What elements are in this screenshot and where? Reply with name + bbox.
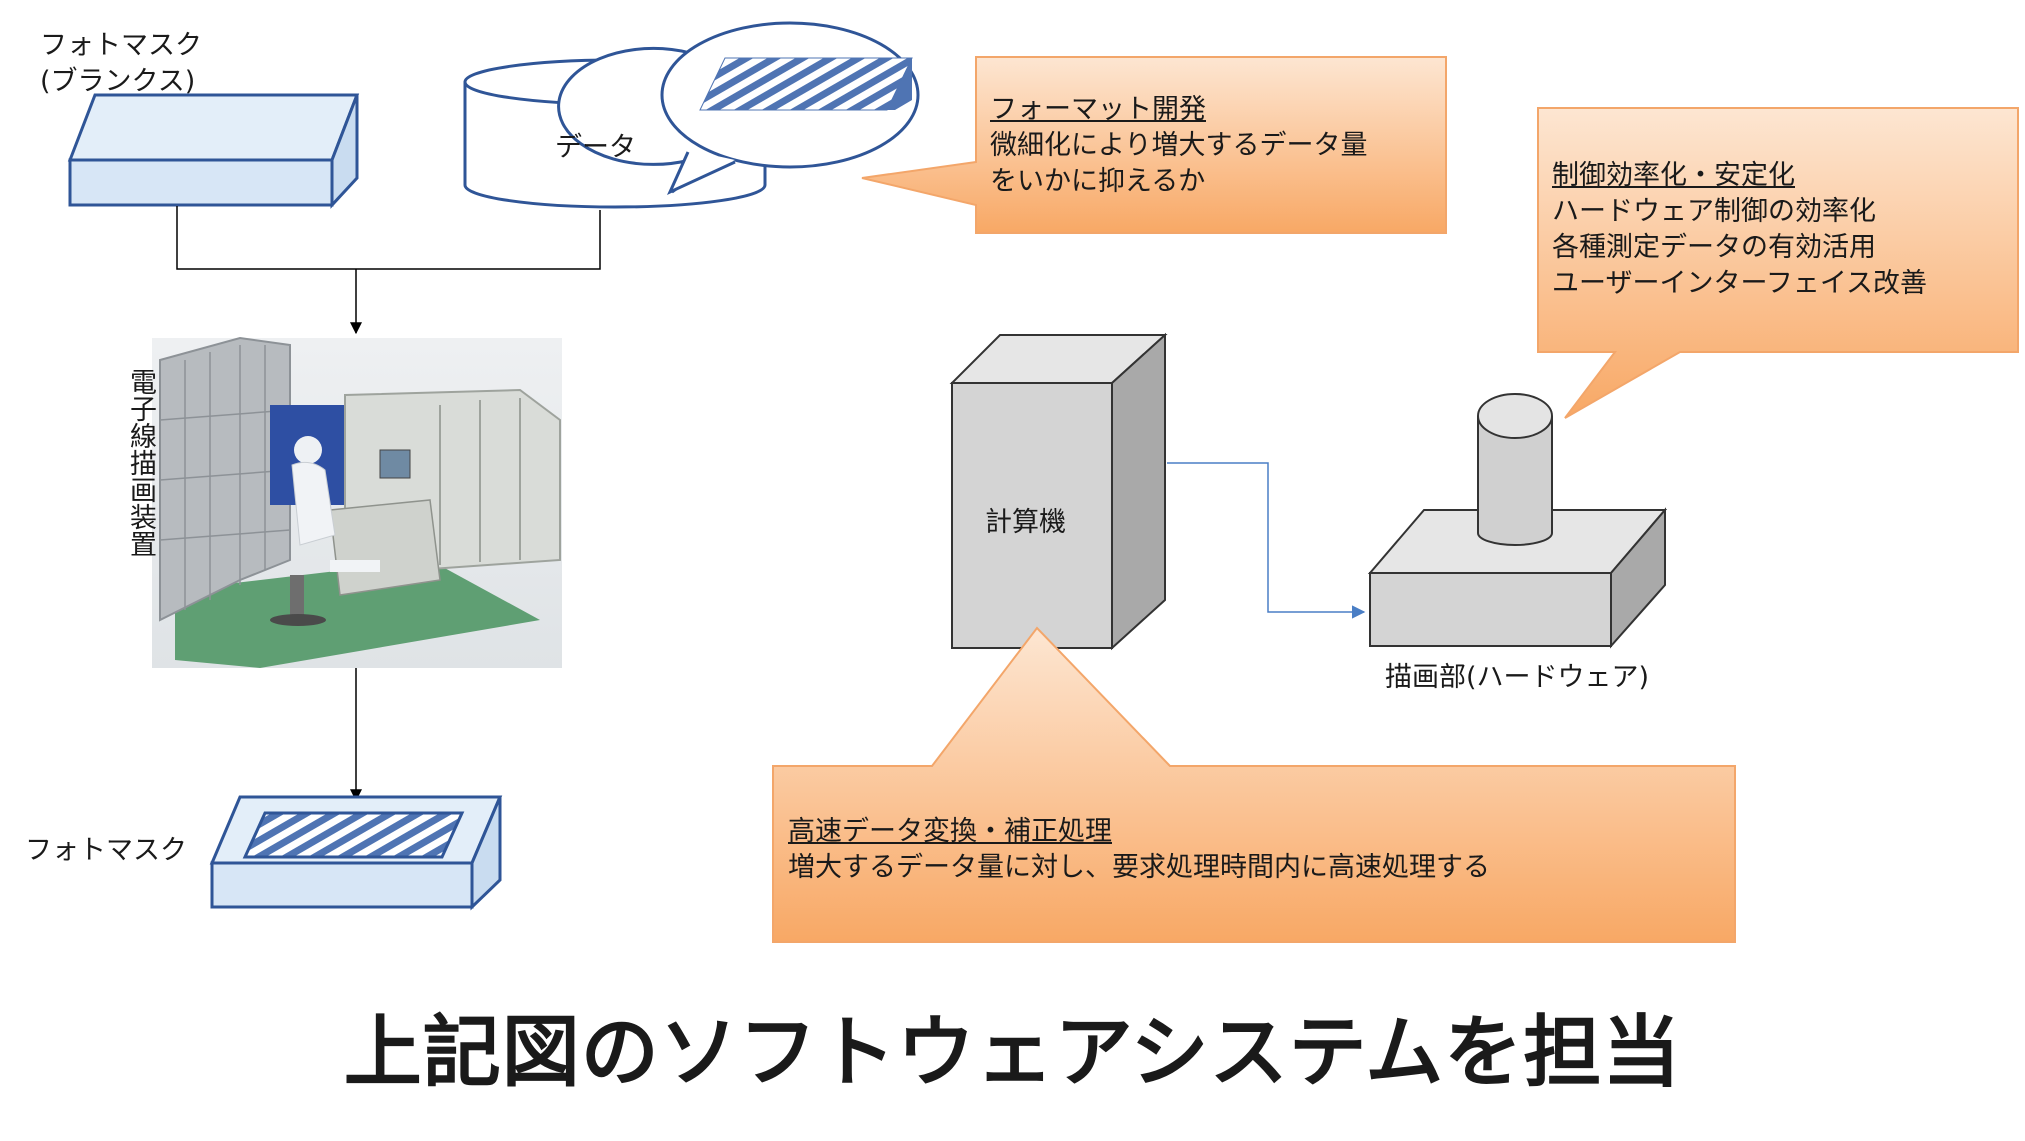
callout-speed-text: 高速データ変換・補正処理 増大するデータ量に対し、要求処理時間内に高速処理する (788, 814, 1490, 886)
computer-to-hardware-arrow (1167, 462, 1366, 619)
callout-control-line: 各種測定データの有効活用 (1552, 232, 1876, 263)
hardware-label: 描画部(ハードウェア) (1385, 662, 1650, 693)
photomask-blank-line1: フォトマスク (40, 30, 202, 61)
photomask-blank-line2: (ブランクス) (40, 66, 196, 97)
writer-hardware-icon (1367, 393, 1668, 649)
callout-format-line: をいかに抑えるか (990, 166, 1206, 197)
callout-control (1537, 107, 2019, 419)
photomask-icon (209, 795, 503, 911)
callout-format-heading: フォーマット開発 (990, 94, 1206, 125)
callout-speed-heading: 高速データ変換・補正処理 (788, 816, 1112, 847)
data-label: データ (555, 132, 636, 163)
merge-connector (176, 206, 601, 335)
ebeam-machine-photo (152, 336, 562, 668)
photomask-label: フォトマスク (25, 835, 187, 866)
callout-format-line: 微細化により増大するデータ量 (990, 130, 1368, 161)
photomask-blank-label: フォトマスク (ブランクス) (40, 28, 202, 100)
computer-box-icon (949, 332, 1168, 651)
photomask-blank-icon (67, 93, 360, 209)
footer-title: 上記図のソフトウェアシステムを担当 (343, 1008, 1682, 1098)
callout-control-text: 制御効率化・安定化 ハードウェア制御の効率化 各種測定データの有効活用 ユーザー… (1552, 158, 1927, 302)
callout-control-heading: 制御効率化・安定化 (1552, 160, 1795, 191)
callout-speed (772, 626, 1736, 943)
callout-speed-line: 増大するデータ量に対し、要求処理時間内に高速処理する (788, 852, 1490, 883)
data-bubble-icon (557, 21, 920, 196)
computer-label: 計算機 (985, 507, 1066, 538)
machine-label: 電子線描画装置 (125, 368, 156, 557)
callout-format (861, 56, 1447, 234)
callout-control-line: ハードウェア制御の効率化 (1552, 196, 1876, 227)
callout-control-line: ユーザーインターフェイス改善 (1552, 268, 1928, 299)
callout-format-text: フォーマット開発 微細化により増大するデータ量 をいかに抑えるか (990, 92, 1367, 200)
